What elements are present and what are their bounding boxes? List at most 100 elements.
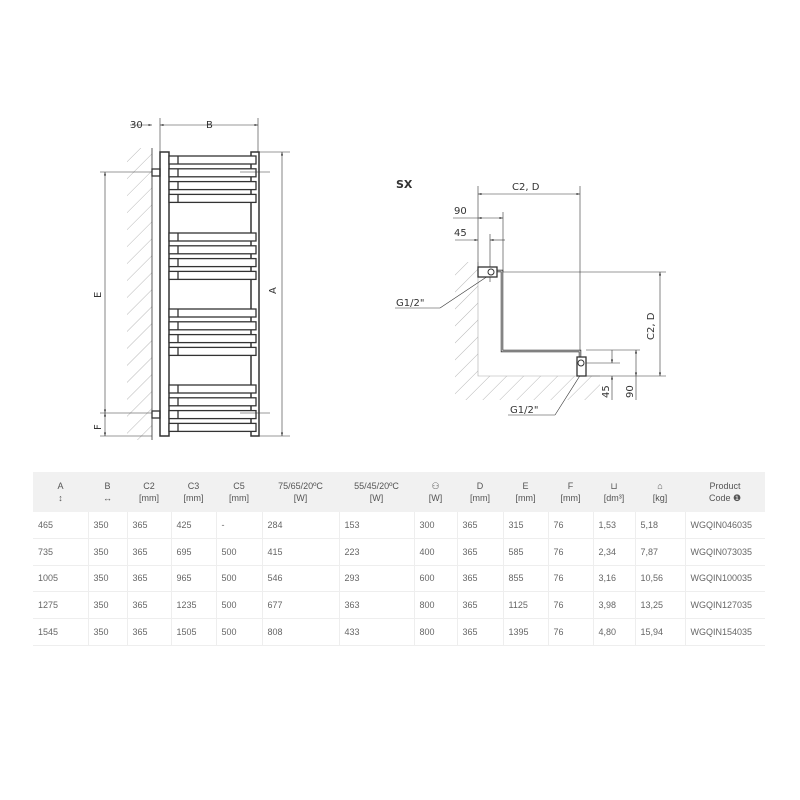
header-top: ⚇ <box>431 481 440 491</box>
column-header: ⌂[kg] <box>635 472 685 512</box>
rail <box>168 193 257 204</box>
table-cell: 10,56 <box>635 565 686 593</box>
table-cell: 76 <box>548 591 594 620</box>
table-cell: 13,25 <box>635 591 686 620</box>
table-cell: 546 <box>262 565 340 593</box>
label-90-right: 90 <box>625 385 636 398</box>
right-collector <box>250 151 260 437</box>
bracket-bottom <box>151 410 161 419</box>
rail <box>168 346 257 357</box>
table-cell: 365 <box>127 591 172 620</box>
label-30: 30 <box>130 120 143 131</box>
header-top: F <box>567 481 574 491</box>
table-cell: 300 <box>414 512 458 539</box>
table-cell: 465 <box>33 512 89 539</box>
table-cell: 223 <box>339 538 415 566</box>
rail <box>168 384 257 394</box>
column-header: B↔ <box>88 472 127 512</box>
header-top: A <box>57 481 64 491</box>
table-cell: 3,16 <box>593 565 636 593</box>
header-unit: [W] <box>293 493 308 503</box>
label-f: F <box>93 424 104 430</box>
header-top: ⌂ <box>657 481 663 491</box>
header-unit: Code ❶ <box>708 493 742 503</box>
rail <box>168 155 257 165</box>
column-header: F [mm] <box>548 472 593 512</box>
column-header: ⊔ [dm³] <box>593 472 635 512</box>
table-cell: 1505 <box>171 618 217 646</box>
table-cell: 284 <box>262 512 340 539</box>
side-view-sx: SX C2, D 90 45 G1/2" <box>395 178 666 416</box>
table-cell: 350 <box>88 512 128 539</box>
table-cell: 4,80 <box>593 618 636 646</box>
front-view: 30 B A E F <box>93 118 290 440</box>
table-cell: 400 <box>414 538 458 566</box>
table-cell: WGQIN073035 <box>685 538 765 566</box>
table-cell: 1125 <box>503 591 549 620</box>
table-cell: 425 <box>171 512 217 539</box>
table-cell: 800 <box>414 618 458 646</box>
table-cell: 585 <box>503 538 549 566</box>
table-cell: 5,18 <box>635 512 686 539</box>
table-cell: 500 <box>216 618 263 646</box>
column-header: 55/45/20ºC[W] <box>339 472 414 512</box>
label-b: B <box>206 120 213 131</box>
header-unit: [dm³] <box>603 493 625 503</box>
table-cell: 433 <box>339 618 415 646</box>
rail <box>168 168 257 178</box>
valve-bottom <box>576 356 587 377</box>
label-c2d-right: C2, D <box>646 312 657 340</box>
table-cell: 500 <box>216 591 263 620</box>
table-cell: 500 <box>216 538 263 566</box>
header-unit: [mm] <box>139 493 159 503</box>
column-header: C2[mm] <box>127 472 171 512</box>
bracket-top <box>151 168 161 177</box>
rail <box>168 257 257 268</box>
column-header: C3[mm] <box>171 472 216 512</box>
table-cell: 76 <box>548 565 594 593</box>
rail <box>168 270 257 281</box>
header-top: 75/65/20ºC <box>278 481 323 491</box>
table-cell: 1545 <box>33 618 89 646</box>
table-cell: 1275 <box>33 591 89 620</box>
header-unit: ↕ <box>58 493 63 503</box>
pipe <box>497 269 582 358</box>
technical-drawing: 30 B A E F SX <box>93 118 666 440</box>
table-cell: 76 <box>548 512 594 539</box>
label-90-top: 90 <box>454 206 467 217</box>
table-cell: 855 <box>503 565 549 593</box>
header-unit: [mm] <box>560 493 581 503</box>
specification-table: A↕B↔C2[mm]C3[mm]C5[mm]75/65/20ºC[W]55/45… <box>33 472 765 646</box>
header-unit: [mm] <box>515 493 536 503</box>
table-cell: 365 <box>457 618 504 646</box>
table-cell: 808 <box>262 618 340 646</box>
table-cell: 735 <box>33 538 89 566</box>
table-cell: 76 <box>548 618 594 646</box>
label-g12-top: G1/2" <box>396 298 424 309</box>
label-c2d-top: C2, D <box>512 182 540 193</box>
table-cell: 1235 <box>171 591 217 620</box>
table-cell: 365 <box>127 512 172 539</box>
table-cell: 365 <box>457 591 504 620</box>
header-top: ⊔ <box>610 481 618 491</box>
table-cell: 293 <box>339 565 415 593</box>
table-cell: 365 <box>457 512 504 539</box>
table-cell: WGQIN154035 <box>685 618 765 646</box>
table-cell: 800 <box>414 591 458 620</box>
table-cell: 365 <box>457 565 504 593</box>
table-cell: 415 <box>262 538 340 566</box>
rail <box>168 333 257 344</box>
table-cell: 350 <box>88 618 128 646</box>
header-unit: [mm] <box>183 493 204 503</box>
label-g12-bottom: G1/2" <box>510 405 538 416</box>
rail <box>168 409 257 420</box>
wall-hatch <box>127 148 152 440</box>
label-45-right: 45 <box>601 385 612 398</box>
header-unit: [mm] <box>470 493 490 503</box>
column-header: 75/65/20ºC [W] <box>262 472 339 512</box>
header-top: E <box>522 481 529 491</box>
